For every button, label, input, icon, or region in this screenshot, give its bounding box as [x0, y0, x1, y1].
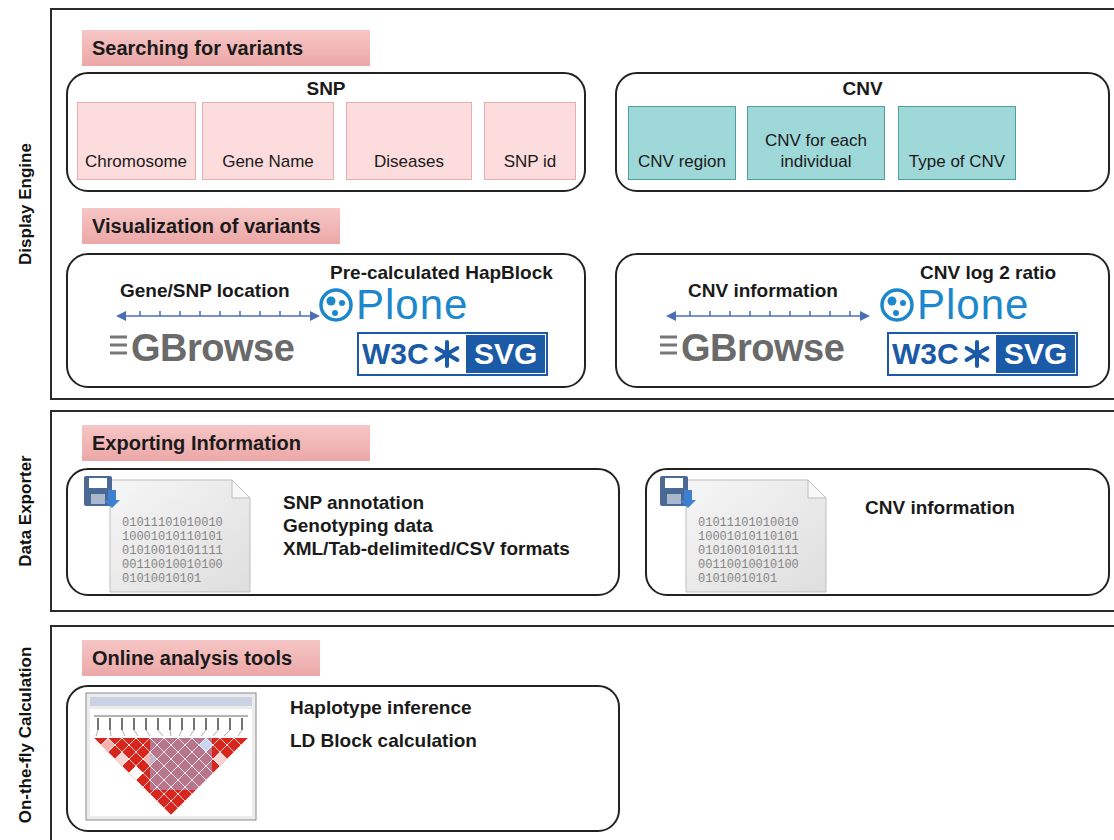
axis-arrow [116, 311, 870, 321]
cnv-search-box: CNV for each individual [747, 106, 885, 180]
export-item: Genotyping data [283, 515, 433, 537]
feature-panel: Gene/SNP locationGBrowse Pre-calculated H… [66, 253, 586, 388]
ld-plot-screenshot [24, 693, 318, 820]
section-title: Exporting Information [92, 432, 301, 455]
section-title: Visualization of variants [92, 215, 321, 238]
snp-search-box: Diseases [346, 102, 472, 180]
section-tab: Online analysis tools [82, 640, 320, 676]
feature-label: CNV information [688, 280, 838, 302]
binary-text: 01010010101 [698, 572, 777, 586]
logo-text: W3C [362, 335, 429, 373]
band-label: On-the-fly Calculation [16, 647, 36, 824]
logo-text: W3C [892, 335, 959, 373]
feature-panel: Haplotype inference LD Block calculation [66, 685, 620, 832]
cnv-search-box: Type of CNV [898, 106, 1016, 180]
binary-text: 00110010010100 [698, 558, 799, 572]
feature-label: Pre-calculated HapBlock [330, 262, 553, 284]
field-label: CNV region [638, 152, 726, 172]
binary-text: 01010010101 [122, 572, 201, 586]
binary-text: 10001010110101 [122, 530, 223, 544]
file-icon [84, 476, 826, 592]
variant-group: CNV CNV region CNV for each individualType… [615, 72, 1110, 192]
logo-text: SVG [996, 335, 1075, 373]
snp-search-box: Chromosome [77, 102, 196, 180]
cnv-search-box: CNV region [628, 106, 736, 180]
binary-text: 10001010110101 [698, 530, 799, 544]
band-label-holder: Display Engine [4, 10, 48, 398]
layer-band: On-the-fly CalculationOnline analysis to… [50, 625, 1114, 840]
band-label-holder: On-the-fly Calculation [4, 627, 48, 840]
section-title: Online analysis tools [92, 647, 292, 670]
binary-text: 01011101010010 [122, 516, 223, 530]
binary-text: 01011101010010 [698, 516, 799, 530]
snp-search-box: SNP id [484, 102, 576, 180]
field-label: CNV for each individual [754, 131, 878, 172]
field-label: Type of CNV [909, 152, 1005, 172]
field-label: SNP id [504, 152, 557, 172]
section-tab: Exporting Information [82, 425, 370, 461]
band-label: Data Exporter [16, 455, 36, 566]
field-label: Chromosome [85, 152, 187, 172]
logo-text: Plone [356, 282, 468, 328]
group-title: SNP [68, 78, 584, 100]
feature-panel: CNV informationGBrowse CNV log 2 ratioPlo… [615, 253, 1110, 388]
binary-text: 01010010101111 [698, 544, 799, 558]
logo-text: SVG [466, 335, 545, 373]
logo-text: GBrowse [131, 326, 294, 370]
variant-group: SNP Chromosome Gene Name Diseases SNP id [66, 72, 586, 192]
band-label: Display Engine [16, 143, 36, 265]
field-label: Diseases [374, 152, 444, 172]
band-label-holder: Data Exporter [4, 412, 48, 610]
export-item: CNV information [865, 497, 1015, 519]
logo-text: GBrowse [681, 326, 844, 370]
section-title: Searching for variants [92, 37, 303, 60]
binary-text: 00110010010100 [122, 558, 223, 572]
field-label: Gene Name [222, 152, 314, 172]
section-tab: Searching for variants [82, 30, 370, 66]
group-title: CNV [617, 78, 1108, 100]
tool-item: Haplotype inference [290, 697, 472, 719]
feature-label: CNV log 2 ratio [920, 262, 1056, 284]
export-item: SNP annotation [283, 492, 424, 514]
section-tab: Visualization of variants [82, 208, 340, 244]
export-item: XML/Tab-delimited/CSV formats [283, 538, 570, 560]
layer-band: Data ExporterExporting InformationSNP an… [50, 410, 1114, 612]
snp-search-box: Gene Name [202, 102, 334, 180]
logo-text: Plone [917, 282, 1029, 328]
binary-text: 01010010101111 [122, 544, 223, 558]
tool-item: LD Block calculation [290, 730, 477, 752]
feature-label: Gene/SNP location [120, 280, 290, 302]
layer-band: Display EngineSearching for variantsSNPC… [50, 8, 1114, 400]
